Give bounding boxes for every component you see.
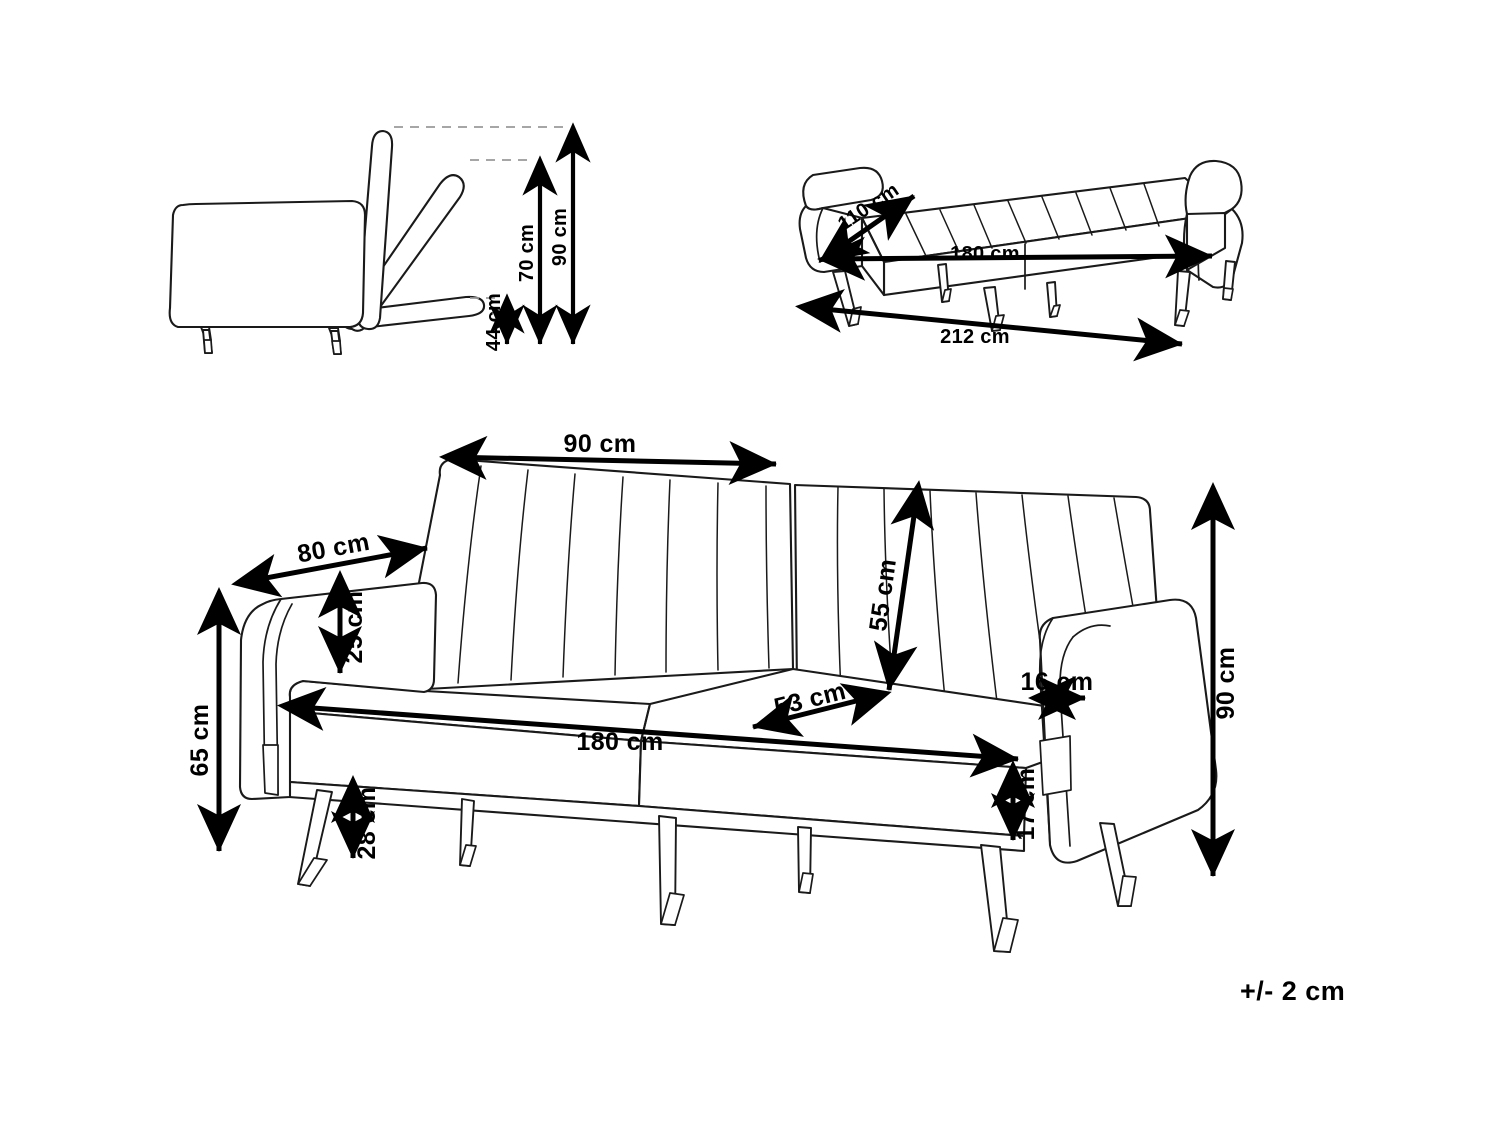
- bed-view-group: 110 cm 180 cm 212 cm: [795, 159, 1244, 362]
- backrest-position-upright: [356, 129, 394, 331]
- label-seat-thickness-17: 17 cm: [1012, 768, 1040, 841]
- label-bed-total-212: 212 cm: [940, 326, 1010, 348]
- dimension-armrest-drop-25: 25 cm: [318, 569, 368, 675]
- dimension-side-height-44: 44 cm: [483, 293, 525, 351]
- tolerance-note: +/- 2 cm: [1240, 976, 1345, 1006]
- label-backrest-width-90: 90 cm: [564, 430, 637, 458]
- dimension-total-height-90: 90 cm: [1191, 481, 1240, 878]
- dimension-backrest-width-90: 90 cm: [439, 430, 777, 485]
- dimension-seat-length-180: 180 cm: [277, 686, 1019, 778]
- label-total-height-90: 90 cm: [1212, 647, 1240, 720]
- dimension-arm-height-65: 65 cm: [186, 586, 241, 853]
- label-armrest-drop-25: 25 cm: [340, 591, 368, 664]
- dimension-bed-total-212: 212 cm: [795, 288, 1183, 362]
- label-leg-height-28: 28 cm: [353, 787, 381, 860]
- dimension-bed-length-180: 180 cm: [817, 234, 1213, 281]
- label-side-height-70: 70 cm: [516, 224, 538, 282]
- dimension-leg-height-28: 28 cm: [331, 774, 381, 860]
- label-side-height-44: 44 cm: [483, 293, 505, 351]
- label-seat-length-180: 180 cm: [576, 728, 663, 756]
- sofa-legs: [297, 789, 1137, 953]
- side-body-block: [168, 199, 367, 329]
- dimension-seat-thickness-17: 17 cm: [991, 759, 1040, 842]
- dimension-side-height-90: 90 cm: [549, 122, 591, 345]
- dimension-armrest-width-16: 16 cm: [1021, 668, 1094, 720]
- sofa-backrest-left: [398, 457, 795, 692]
- dimension-side-height-70: 70 cm: [516, 155, 558, 345]
- side-view-group: 90 cm 70 cm 44 cm: [168, 122, 591, 355]
- label-bed-length-180: 180 cm: [950, 243, 1020, 265]
- side-view-legs: [200, 326, 342, 355]
- label-side-height-90: 90 cm: [549, 208, 571, 266]
- label-armrest-width-16: 16 cm: [1021, 668, 1094, 696]
- dimension-depth-80: 80 cm: [231, 528, 428, 598]
- backrest-left-channels: [457, 465, 770, 684]
- sofa-right-armrest: [1038, 598, 1218, 864]
- sofa-view-group: 90 cm 80 cm 25 cm 65 cm 28 cm 180 cm: [186, 430, 1240, 953]
- label-arm-height-65: 65 cm: [186, 704, 214, 777]
